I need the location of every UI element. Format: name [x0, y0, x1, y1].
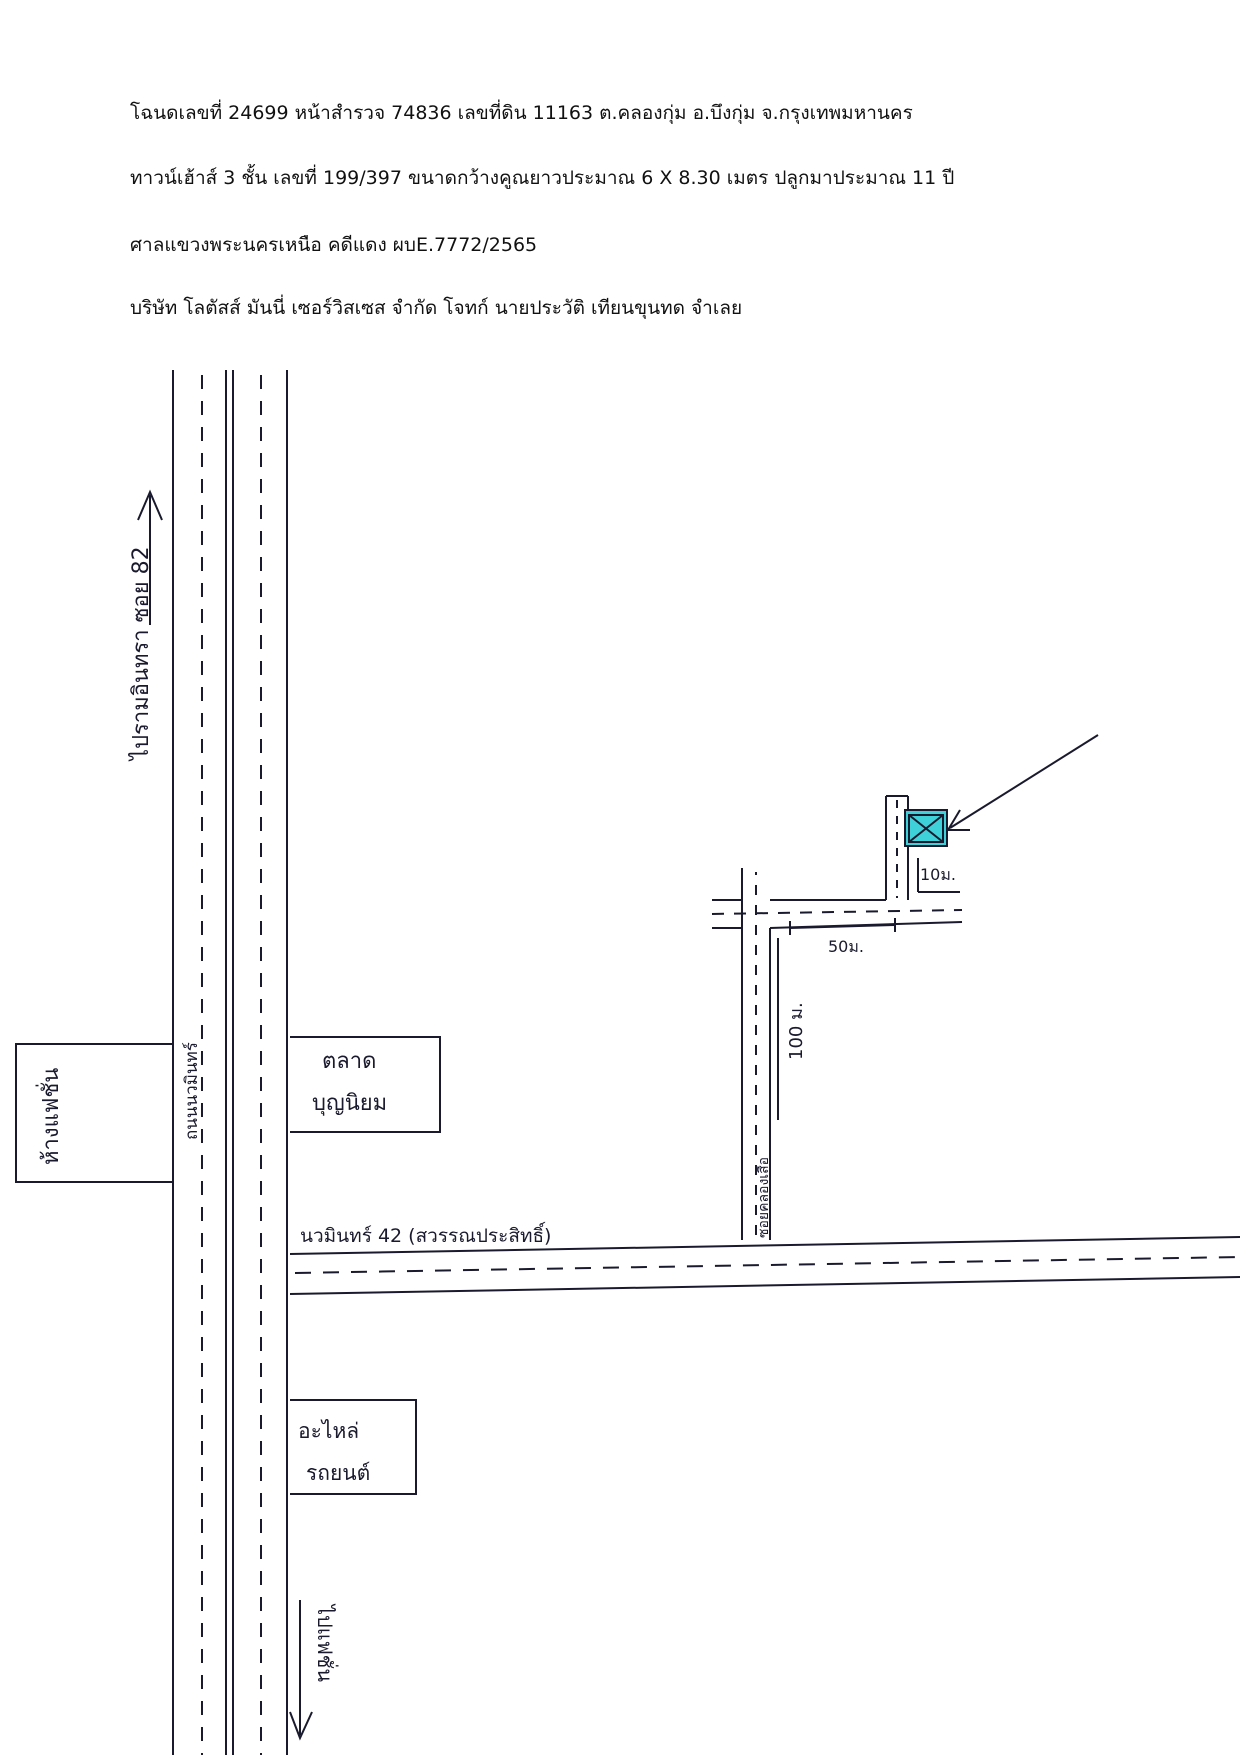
dist-50-marker [789, 924, 896, 929]
label-dist-10: 10ม. [920, 865, 956, 884]
label-lane-name: ซอยคลองเสือ [756, 1157, 772, 1238]
header-line-3: ศาลแขวงพระนครเหนือ คดีแดง ผบE.7772/2565 [130, 234, 538, 256]
label-to-fashion: ไปแฟชั่น [313, 1603, 339, 1682]
target-house-cross-2 [908, 814, 944, 843]
target-house [904, 809, 948, 847]
arrow-up-head [137, 489, 163, 521]
label-dist-50: 50ม. [828, 937, 864, 956]
label-spare-parts-1: อะไหล่ [298, 1419, 359, 1443]
label-to-ramintra: ไปรามอินทรา ซอย 82 [128, 546, 154, 762]
label-soi-42: นวมินทร์ 42 (สวรรณประสิทธิ์) [300, 1221, 551, 1247]
target-house-frame [908, 814, 944, 843]
header-line-4: บริษัท โลตัสส์ มันนี่ เซอร์วิสเซส จำกัด … [130, 297, 743, 319]
label-dist-100: 100 ม. [786, 1002, 807, 1060]
header-line-2: ทาวน์เฮ้าส์ 3 ชั้น เลขที่ 199/397 ขนาดกว… [130, 167, 955, 189]
label-market-top: ตลาด [322, 1049, 376, 1074]
header-line-1: โฉนดเลขที่ 24699 หน้าสำรวจ 74836 เลขที่ด… [130, 102, 913, 124]
label-mall: ห้างแฟชั่น [35, 1068, 64, 1165]
mall-building [15, 1043, 173, 1183]
soi42-top-edge [289, 1236, 1240, 1255]
soi42-bottom-edge [289, 1276, 1240, 1295]
spare-parts-building [290, 1399, 417, 1495]
label-nawamin-road: ถนนนวมินทร์ [182, 1042, 202, 1140]
arrow-down-head [289, 1711, 313, 1741]
top-lane-center-dash [711, 909, 963, 915]
label-spare-parts-2: รถยนต์ [306, 1461, 370, 1485]
market-building [290, 1036, 441, 1133]
target-pointer-line [949, 734, 1099, 829]
label-market-name: บุญนิยม [312, 1091, 387, 1116]
soi42-center-dash [294, 1256, 1240, 1274]
